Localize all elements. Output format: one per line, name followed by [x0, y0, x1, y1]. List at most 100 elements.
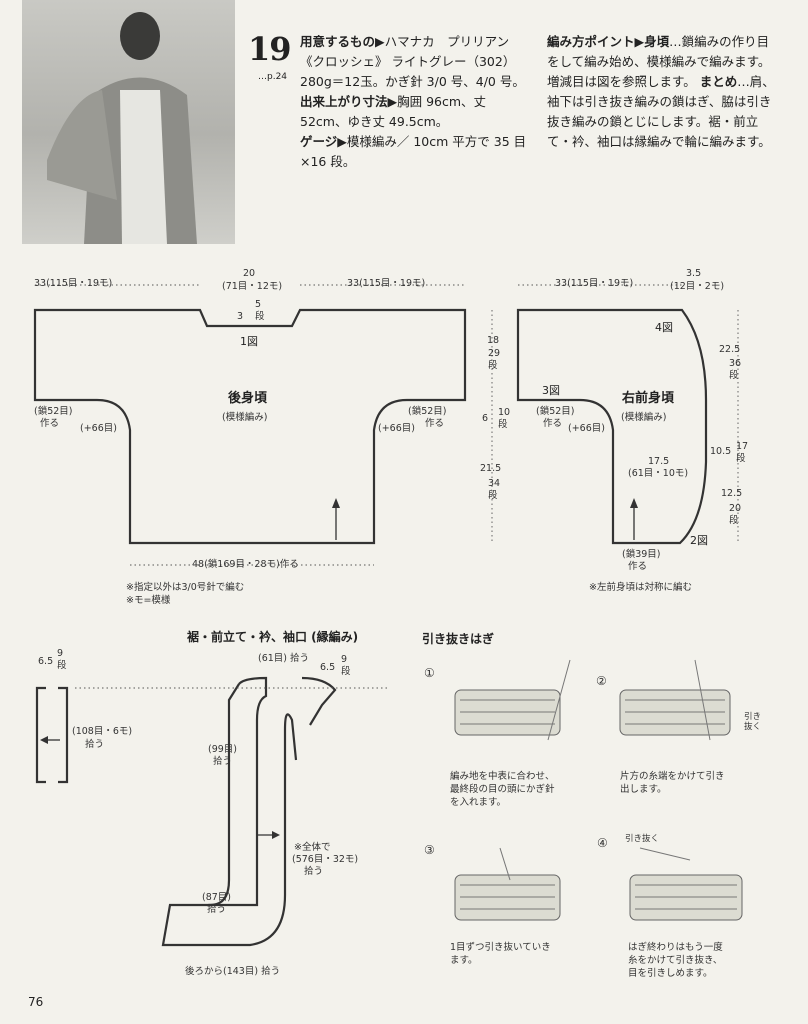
- back-right-plus: (+66目): [378, 423, 415, 434]
- front-dan-3: 段: [729, 515, 739, 526]
- back-height-1: 18: [487, 335, 500, 346]
- front-figure-2: 2図: [690, 534, 708, 547]
- back-body-outline: [33, 308, 467, 545]
- front-height-2-rows: 17: [736, 441, 749, 452]
- back-neck-depth: 3: [237, 311, 244, 322]
- cuff-width: 6.5: [38, 656, 54, 667]
- size-text: 胸囲 96cm、丈 52cm、ゆき丈 49.5cm。: [300, 94, 487, 129]
- note-pattern: ※モ=模様: [126, 595, 171, 606]
- front-figure-4: 4図: [655, 321, 673, 334]
- gauge-label: ゲージ▶: [300, 134, 347, 149]
- step-4-text-1: はぎ終わりはもう一度: [628, 942, 723, 953]
- collar-rows: 9: [341, 654, 348, 665]
- step-2-text-1: 片方の糸端をかけて引き: [620, 771, 725, 782]
- front-title: 右前身頃: [622, 391, 675, 406]
- back-dan-2: 段: [498, 419, 508, 430]
- join-title: 引き抜きはぎ: [422, 632, 495, 646]
- size-label: 出来上がり寸法▶: [300, 94, 398, 109]
- step-4-number: ④: [597, 836, 608, 850]
- front-neck-stitches: (12目・2モ): [670, 281, 725, 292]
- page-reference: …p.24: [258, 72, 288, 82]
- front-plus: (+66目): [568, 423, 605, 434]
- finish-label: まとめ: [699, 74, 738, 89]
- front-height-3: 12.5: [721, 488, 743, 499]
- page-number: 76: [28, 995, 44, 1009]
- front-height-1-rows: 36: [729, 358, 742, 369]
- collar-width: 6.5: [320, 662, 336, 673]
- cuff-pick: 拾う: [85, 739, 105, 750]
- back-bottom-width: 48(鎖169目・28モ)作る: [192, 559, 299, 570]
- front-bottom-chain: (鎖39目): [622, 549, 661, 560]
- back-neck-rows-unit: 段: [255, 311, 265, 322]
- collar-dan: 段: [341, 666, 351, 677]
- materials-block: 用意するもの▶ハマナカ プリリアン《クロッシェ》 ライトグレー（302）280g…: [300, 32, 528, 172]
- gauge-text: 模様編み／ 10cm 平方で 35 目 ×16 段。: [300, 134, 527, 169]
- back-width-left: 33(115目・19モ): [34, 278, 113, 289]
- step-2-text-2: 出します。: [620, 784, 667, 795]
- front-dan-1: 段: [729, 370, 739, 381]
- step-2-number: ②: [596, 674, 607, 688]
- step-1-number: ①: [424, 666, 435, 680]
- front-width: 33(115目・19モ): [555, 278, 634, 289]
- front-figure-3: 3図: [542, 384, 560, 397]
- front-band-outline: [161, 676, 298, 947]
- back-height-1-rows: 29: [488, 348, 501, 359]
- total-pick: 拾う: [304, 866, 324, 877]
- edging-title: 裾・前立て・衿、袖口 (縁編み): [187, 630, 359, 644]
- materials-text: ハマナカ プリリアン《クロッシェ》 ライトグレー（302）280g＝12玉。かぎ…: [300, 34, 525, 89]
- step-3-text-1: 1目ずつ引き抜いていき: [450, 942, 551, 953]
- front-mid-stitches: (61目・10モ): [628, 468, 689, 479]
- front-band-pick: 拾う: [213, 756, 233, 767]
- back-hem-pick: 後ろから(143目) 拾う: [185, 966, 281, 977]
- step-1-text-2: 最終段の目の頭にかぎ針: [450, 784, 555, 795]
- back-left-make: 作る: [40, 418, 60, 429]
- back-left-chain: (鎖52目): [34, 406, 73, 417]
- back-figure-1: 1図: [240, 335, 258, 348]
- back-height-2: 6: [482, 413, 489, 424]
- back-height-3-rows: 34: [488, 478, 501, 489]
- step-3-number: ③: [424, 843, 435, 857]
- method-label: 編み方ポイント▶身頃: [547, 34, 670, 49]
- total-note: ※全体で: [294, 842, 331, 853]
- front-band-stitches: (99目): [208, 744, 238, 755]
- back-neck-width: 20: [243, 268, 256, 279]
- front-height-2: 10.5: [710, 446, 732, 457]
- front-neck-width: 3.5: [686, 268, 702, 279]
- front-dan-2: 段: [736, 453, 746, 464]
- back-left-plus: (+66目): [80, 423, 117, 434]
- model-silhouette: [47, 12, 197, 244]
- collar-outline: [209, 683, 240, 907]
- back-width-right: 33(115目・19モ): [347, 278, 426, 289]
- front-bottom-make: 作る: [628, 561, 648, 572]
- back-height-3: 21.5: [480, 463, 502, 474]
- cuff-rows: 9: [57, 648, 64, 659]
- total-stitches: (576目・32モ): [292, 854, 359, 865]
- back-title: 後身頃: [228, 391, 268, 406]
- cuff-dan: 段: [57, 660, 67, 671]
- model-photo: [22, 0, 235, 244]
- hem-stitches: (87目): [202, 892, 232, 903]
- step-1-text-1: 編み地を中表に合わせ、: [450, 771, 555, 782]
- back-neck-rows: 5: [255, 299, 262, 310]
- step-1-text-3: を入れます。: [450, 797, 507, 808]
- back-right-chain: (鎖52目): [408, 406, 447, 417]
- front-note: ※左前身頃は対称に編む: [589, 582, 692, 593]
- front-mid-width: 17.5: [648, 456, 670, 467]
- front-body-outline: [516, 308, 708, 545]
- step-4-pull-label: 引き抜く: [625, 834, 660, 844]
- step-4-text-3: 目を引きしめます。: [628, 968, 713, 979]
- front-height-1: 22.5: [719, 344, 741, 355]
- back-right-make: 作る: [425, 418, 445, 429]
- pattern-number: 19: [248, 30, 292, 68]
- step-3-text-2: ます。: [450, 955, 478, 966]
- note-hook: ※指定以外は3/0号針で編む: [126, 582, 245, 593]
- front-make: 作る: [543, 418, 563, 429]
- neck-pick: (61目) 拾う: [258, 653, 310, 664]
- hem-pick: 拾う: [207, 904, 227, 915]
- front-chain: (鎖52目): [536, 406, 575, 417]
- back-height-2-rows: 10: [498, 407, 511, 418]
- finish-text: …肩、袖下は引き抜き編みの鎖はぎ、脇は引き抜き編みの鎖とじにします。裾・前立て・…: [547, 74, 775, 149]
- materials-label: 用意するもの▶: [300, 34, 385, 49]
- back-neck-stitches: (71目・12モ): [222, 281, 283, 292]
